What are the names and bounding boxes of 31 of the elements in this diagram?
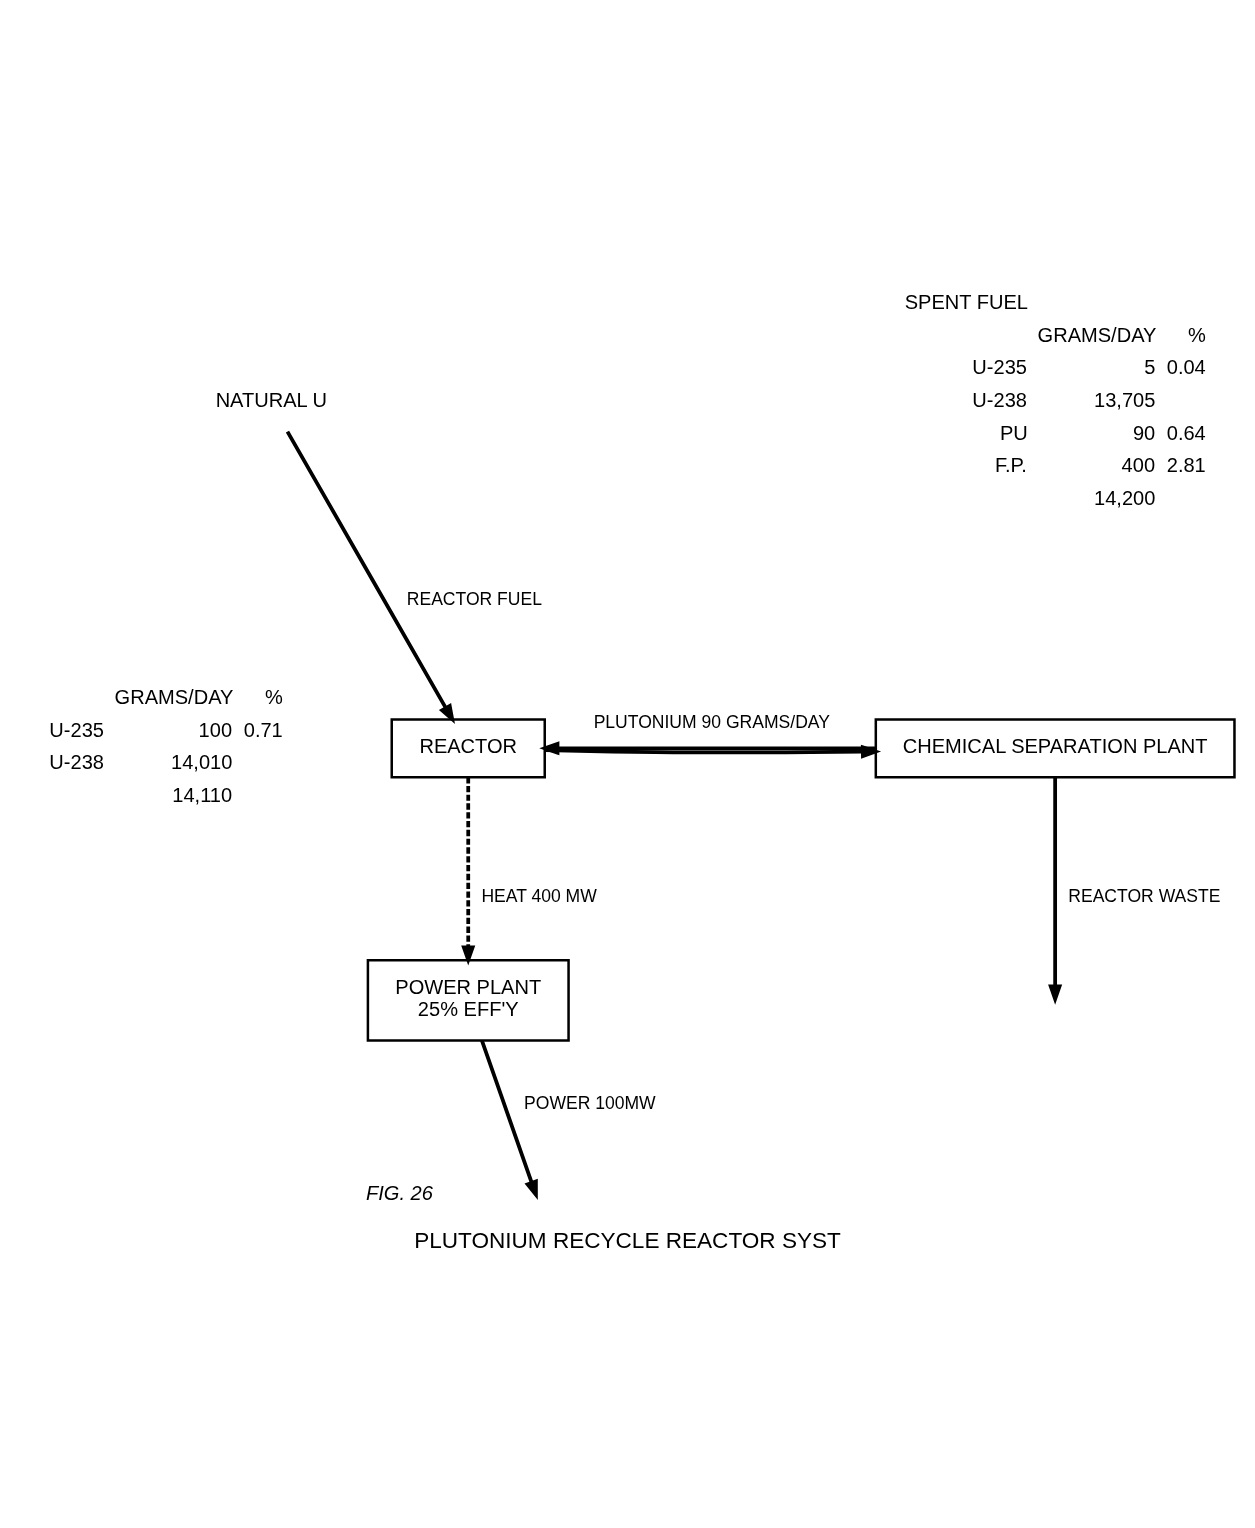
edge-label: REACTOR WASTE (1068, 886, 1221, 907)
label: 0.64 (1166, 421, 1206, 444)
label: 13,705 (1094, 388, 1156, 411)
label: 400 (1121, 454, 1156, 477)
label: F.P. (994, 454, 1027, 477)
label: U-235 (972, 356, 1027, 379)
label: 14,110 (172, 784, 233, 806)
label: 90 (1132, 421, 1156, 444)
caption: PLUTONIUM RECYCLE REACTOR SYST (414, 1227, 841, 1253)
label: FIG. 26 (366, 1181, 433, 1204)
label: 14,010 (171, 751, 233, 774)
node-text: NATURAL U (215, 388, 328, 411)
label: 5 (1144, 356, 1156, 379)
label: U-235 (49, 718, 104, 741)
label: % (1188, 323, 1206, 346)
edge-label: REACTOR FUEL (406, 588, 542, 609)
label: U-238 (49, 751, 104, 774)
label: U-238 (972, 388, 1027, 411)
label: 14,200 (1094, 486, 1156, 509)
edge-label: PLUTONIUM 90 GRAMS/DAY (593, 711, 830, 732)
edge-label: HEAT 400 MW (481, 886, 597, 907)
label: 0.04 (1166, 356, 1206, 379)
label: % (265, 686, 283, 709)
label: 0.71 (243, 718, 283, 741)
label: 2.81 (1166, 454, 1206, 477)
label: SPENT FUEL (904, 291, 1028, 314)
edge-label: POWER 100MW (524, 1093, 656, 1114)
label: GRAMS/DAY (1037, 323, 1157, 346)
label: 100 (198, 718, 233, 741)
label: PU (999, 421, 1028, 444)
label: GRAMS/DAY (114, 686, 234, 709)
